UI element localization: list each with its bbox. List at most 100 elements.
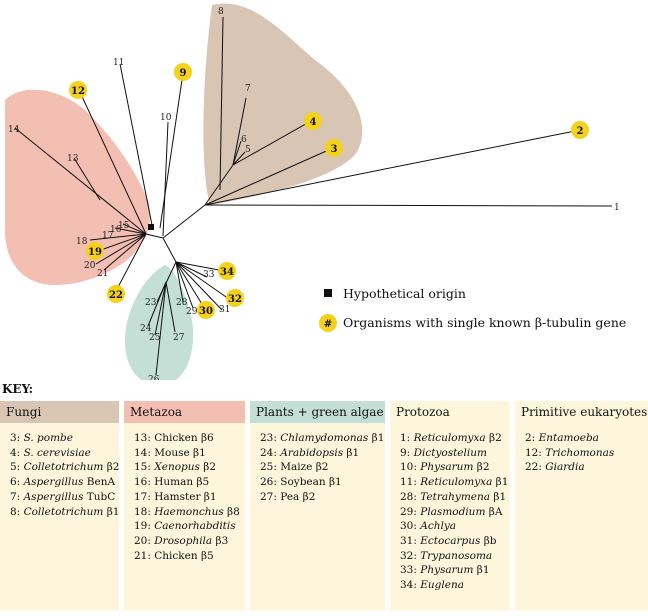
key-entry-organism: Colletotrichum	[23, 505, 104, 518]
key-entry-gene: Pea β2	[280, 490, 316, 503]
key-entry: 25: Maize β2	[260, 460, 379, 475]
tree-legend: Hypothetical origin # Organisms with sin…	[319, 286, 626, 332]
key-entry-number: 24:	[260, 446, 281, 459]
key-entry: 6: Aspergillus BenA	[10, 475, 115, 490]
single-gene-badges: 2 3 4 9 12 19 22 30	[69, 63, 589, 319]
leaf-label-25: 25	[149, 333, 161, 343]
key-entry: 10: Physarum β2	[400, 460, 504, 475]
leaf-label-29: 29	[186, 307, 198, 317]
key-entry-number: 32:	[400, 549, 421, 562]
key-entry-number: 3:	[10, 432, 24, 444]
svg-text:12: 12	[71, 86, 85, 97]
key-entry-organism: Tetrahymena	[420, 490, 491, 503]
key-entry-organism: Trichomonas	[545, 446, 615, 459]
key-entry-organism: Achlya	[420, 520, 457, 533]
badge-22: 22	[107, 285, 125, 303]
phylogenetic-tree: 1 5 6 7 8 10 11 13 14 15 16 17 18 20 21 …	[5, 3, 626, 380]
badge-19: 19	[86, 242, 104, 260]
key-header-primitive: Primitive eukaryotes	[521, 405, 648, 419]
key-entry-gene: Human β5	[154, 476, 210, 489]
svg-text:2: 2	[577, 126, 584, 137]
key-header-fungi: Fungi	[0, 401, 119, 423]
key-entry-number: 33:	[400, 564, 421, 577]
key-entry-number: 21:	[134, 549, 155, 562]
key-entry-organism: Entamoeba	[538, 432, 599, 444]
key-entry-number: 4:	[10, 446, 24, 459]
key-entry: 33: Physarum β1	[400, 563, 504, 578]
leaf-label-27: 27	[173, 333, 185, 343]
key-entry-number: 16:	[134, 476, 155, 489]
key-column-plants: Plants + green algae 23: Chlamydomonas β…	[250, 401, 385, 611]
leaf-label-31: 31	[219, 305, 230, 315]
key-entry: 1: Reticulomyxa β2	[400, 431, 504, 446]
leaf-label-6: 6	[241, 135, 247, 145]
key-entry: 11: Reticulomyxa β1	[400, 475, 508, 490]
key-entry: 20: Drosophila β3	[134, 534, 239, 549]
key-entry-organism: Arabidopsis	[280, 446, 344, 459]
key-entry-number: 23:	[260, 432, 281, 444]
key-entry-gene: Maize β2	[280, 461, 329, 474]
origin-marker	[148, 224, 154, 230]
fungi-clade-region	[203, 3, 363, 206]
leaf-label-23: 23	[145, 298, 157, 308]
key-entry-number: 9:	[400, 446, 414, 459]
svg-text:30: 30	[199, 306, 213, 317]
key-entry-organism: S. pombe	[23, 432, 73, 444]
key-entry-organism: Caenorhabditis	[154, 520, 236, 533]
key-entry: 16: Human β5	[134, 475, 239, 490]
key-entry: 21: Chicken β5	[134, 549, 239, 564]
key-entry-gene: β2	[485, 432, 502, 444]
svg-text:32: 32	[228, 294, 242, 305]
leaf-label-21: 21	[97, 269, 108, 279]
svg-text:22: 22	[109, 290, 123, 301]
key-entry-organism: Trypanosoma	[420, 549, 493, 562]
key-entry-number: 5:	[10, 461, 24, 474]
key-entry-number: 28:	[400, 490, 421, 503]
key-entry: 28: Tetrahymena β1	[400, 490, 506, 505]
leaf-label-17: 17	[102, 231, 114, 241]
key-entry-number: 17:	[134, 490, 155, 503]
svg-text:19: 19	[88, 247, 102, 258]
key-entry: 26: Soybean β1	[260, 475, 379, 490]
key-title: KEY:	[2, 382, 34, 396]
leaf-label-28: 28	[176, 298, 188, 308]
key-entry: 19: Caenorhabditis	[134, 519, 239, 534]
key-entry-number: 15:	[134, 461, 155, 474]
key-entry: 17: Hamster β1	[134, 490, 239, 505]
badge-2: 2	[571, 121, 589, 139]
key-entry-gene: Hamster β1	[154, 490, 217, 503]
key-entry-number: 6:	[10, 476, 24, 489]
key-entry-number: 10:	[400, 461, 421, 474]
key-entry: 34: Euglena	[400, 578, 504, 593]
key-entry: 7: Aspergillus TubC	[10, 490, 116, 505]
svg-text:4: 4	[310, 117, 317, 128]
key-entry-number: 26:	[260, 476, 281, 489]
key-entry-number: 14:	[134, 446, 155, 459]
key-entry-organism: Euglena	[420, 579, 464, 592]
key-entry-number: 29:	[400, 505, 421, 518]
leaf-label-20: 20	[84, 261, 96, 271]
key-entry: 30: Achlya	[400, 519, 504, 534]
key-entry: 32: Trypanosoma	[400, 549, 504, 564]
key-entry-number: 12:	[525, 446, 546, 459]
key-entry-gene: β2	[473, 461, 490, 474]
key-entry-gene: βb	[480, 534, 497, 547]
key-entry-gene: β1	[368, 432, 385, 444]
key-entry: 27: Pea β2	[260, 490, 379, 505]
key-entry-number: 1:	[400, 432, 414, 444]
key-entry-organism: Plasmodium	[420, 505, 486, 518]
key-entry-number: 2:	[525, 432, 539, 444]
key-entry-number: 13:	[134, 432, 155, 444]
plants-clade-region	[125, 265, 194, 380]
key-entry-number: 31:	[400, 534, 421, 547]
badge-9: 9	[174, 63, 192, 81]
key-entry: 22: Giardia	[525, 460, 642, 475]
leaf-label-16: 16	[110, 225, 122, 235]
key-entry-gene: TubC	[83, 490, 116, 503]
key-entry: 13: Chicken β6	[134, 431, 239, 446]
key-entry: 3: S. pombe	[10, 431, 113, 446]
